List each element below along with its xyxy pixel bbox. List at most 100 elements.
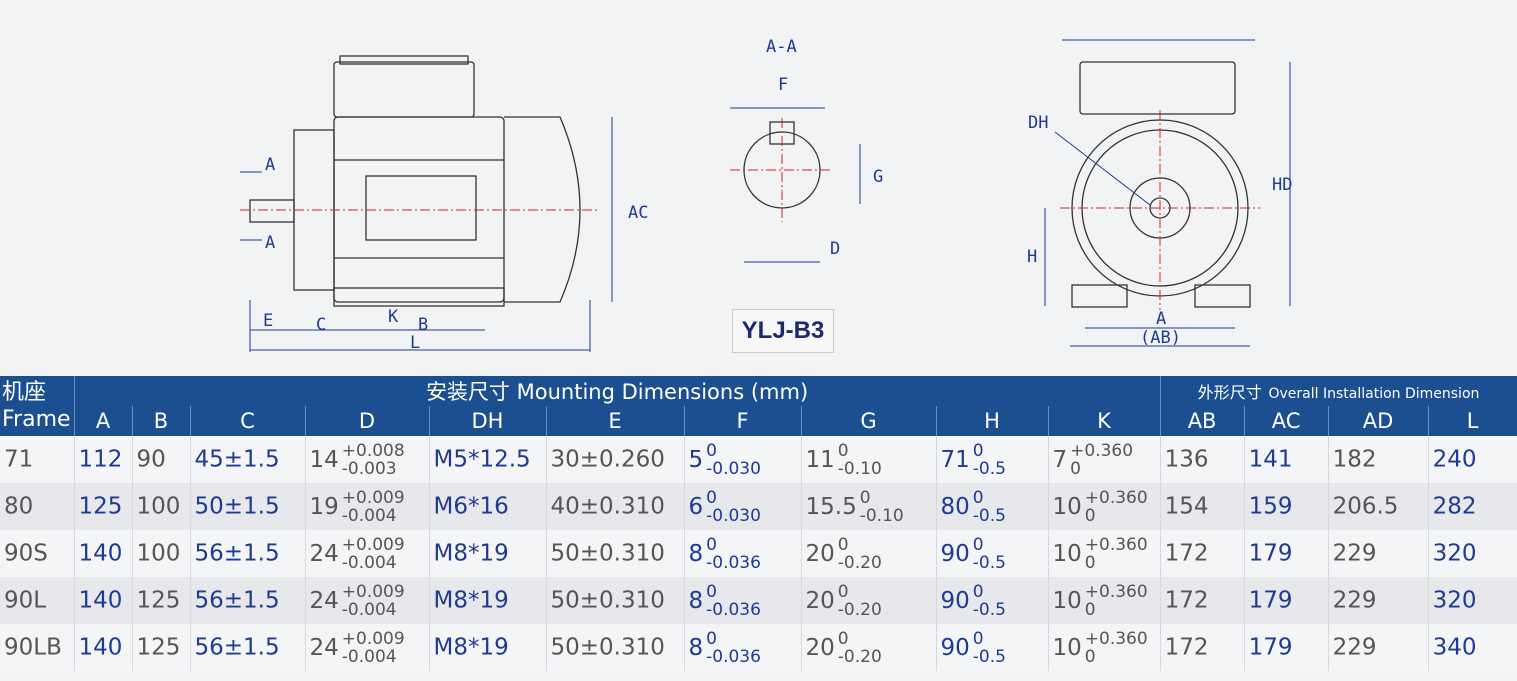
- cell-value: 229: [1332, 587, 1377, 614]
- cell-value: M8*19: [433, 634, 509, 661]
- tolerance-upper: 0: [837, 628, 849, 649]
- cell-value: 7: [1052, 446, 1068, 473]
- cell-value: 320: [1432, 587, 1477, 614]
- frame-label-cn: 机座: [2, 380, 47, 405]
- cell-l: 320: [1428, 577, 1517, 624]
- tolerance-upper: +0.008: [341, 440, 405, 461]
- cell-value: 10: [1052, 587, 1082, 614]
- cell-d: 24+0.009-0.004: [305, 624, 430, 671]
- column-header-ac: AC: [1244, 406, 1329, 436]
- cell-value: 11: [805, 446, 835, 473]
- cell-value: 112: [78, 446, 123, 473]
- tolerance-upper: 0: [972, 487, 984, 508]
- tolerance-lower: -0.004: [341, 599, 397, 620]
- cell-value: 172: [1164, 634, 1209, 661]
- column-header-d: D: [305, 406, 430, 436]
- frame-header: 机座 Frame: [0, 376, 75, 436]
- tolerance-lower: -0.5: [972, 505, 1006, 526]
- tolerance-lower: -0.030: [706, 505, 761, 526]
- dim-label-f: F: [778, 75, 788, 95]
- tolerance-upper: +0.009: [341, 628, 405, 649]
- tolerance-upper: 0: [972, 628, 984, 649]
- dim-label-k: K: [388, 307, 399, 327]
- cell-value: 320: [1432, 540, 1477, 567]
- tolerance-lower: -0.5: [972, 458, 1006, 479]
- column-header-g: G: [801, 406, 937, 436]
- dim-label-e: E: [263, 311, 273, 331]
- cell-l: 240: [1428, 436, 1517, 483]
- cell-value: 80: [940, 493, 970, 520]
- dim-label-ac: AC: [628, 203, 648, 223]
- cell-value: 90LB: [4, 634, 62, 661]
- dim-label-d: D: [830, 239, 840, 259]
- cell-value: 71: [4, 446, 34, 473]
- cell-value: 140: [78, 587, 123, 614]
- tolerance-lower: -0.20: [837, 646, 882, 667]
- cell-a: 140: [74, 577, 133, 624]
- cell-ab: 136: [1160, 436, 1245, 483]
- cell-value: 179: [1248, 634, 1293, 661]
- cell-d: 24+0.009-0.004: [305, 577, 430, 624]
- cell-e: 50±0.310: [546, 530, 685, 577]
- overall-label-cn: 外形尺寸: [1197, 383, 1262, 402]
- cell-value: 30±0.260: [550, 446, 665, 473]
- tolerance-upper: +0.360: [1084, 487, 1148, 508]
- tolerance-upper: 0: [706, 534, 717, 555]
- cell-value: 10: [1052, 493, 1082, 520]
- dim-label-dh: DH: [1028, 113, 1048, 133]
- cell-value: 50±1.5: [194, 493, 280, 520]
- cell-value: 5: [688, 446, 704, 473]
- cell-value: M8*19: [433, 587, 509, 614]
- section-title: A-A: [766, 37, 797, 57]
- cell-value: 10: [1052, 540, 1082, 567]
- cell-value: 19: [309, 493, 339, 520]
- cell-value: 20: [805, 634, 835, 661]
- dim-label-c: C: [316, 315, 326, 335]
- tolerance-upper: +0.009: [341, 581, 405, 602]
- cell-frame: 90S: [0, 530, 75, 577]
- cell-value: 90L: [4, 587, 47, 614]
- tolerance: 0-0.10: [838, 442, 882, 478]
- cell-b: 125: [132, 577, 191, 624]
- cell-value: 24: [309, 540, 339, 567]
- cell-a: 140: [74, 530, 133, 577]
- cell-l: 320: [1428, 530, 1517, 577]
- cell-value: 24: [309, 587, 339, 614]
- cell-value: 80: [4, 493, 34, 520]
- motor-dimension-drawing: A A E C K B L AC A-A F G D: [240, 37, 1292, 353]
- tolerance-upper: 0: [837, 581, 849, 602]
- tolerance: +0.008-0.003: [342, 442, 405, 478]
- cell-value: 90: [940, 540, 970, 567]
- tolerance: 0-0.5: [973, 442, 1006, 478]
- tolerance-lower: -0.004: [341, 646, 397, 667]
- cell-e: 50±0.310: [546, 624, 685, 671]
- tolerance-lower: -0.004: [341, 552, 397, 573]
- tolerance-lower: 0: [1084, 646, 1096, 667]
- column-header-ad: AD: [1328, 406, 1429, 436]
- tolerance-lower: -0.030: [706, 458, 761, 479]
- cell-value: 125: [78, 493, 123, 520]
- dim-label-l: L: [410, 333, 420, 353]
- overall-header: 外形尺寸 Overall Installation Dimension: [1160, 376, 1517, 406]
- cell-value: 14: [309, 446, 339, 473]
- tolerance-lower: -0.003: [341, 458, 397, 479]
- side-view: A A E C K B L AC: [240, 55, 648, 353]
- overall-label-en: Overall Installation Dimension: [1268, 386, 1480, 402]
- cell-value: 90: [940, 634, 970, 661]
